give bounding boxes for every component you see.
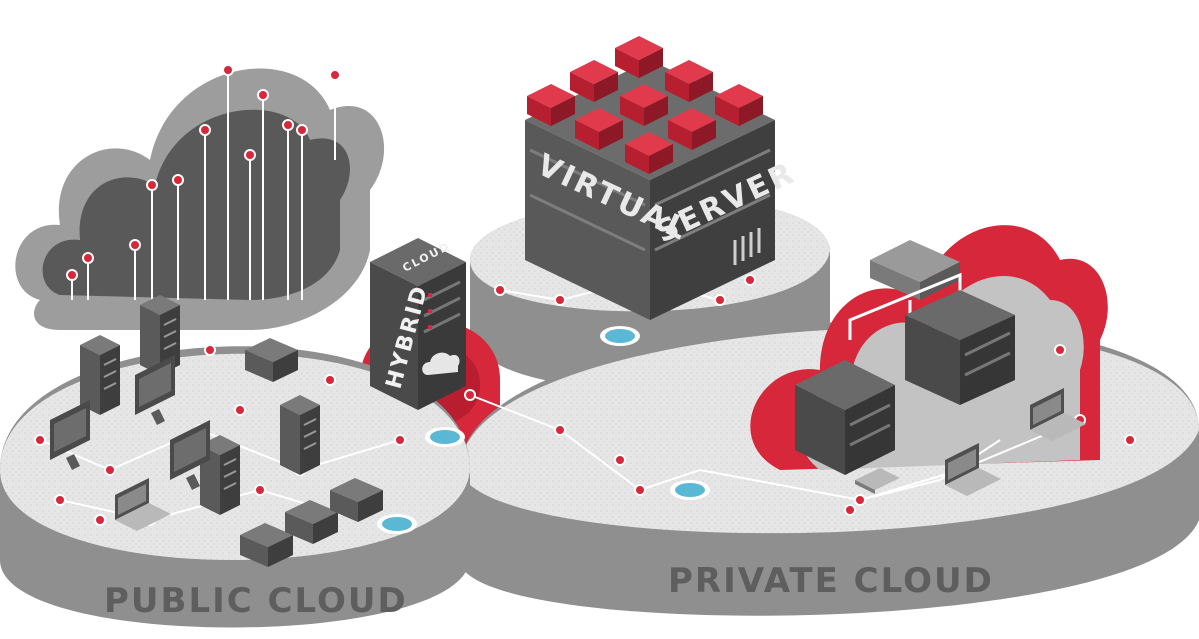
public-port-icon [377,514,417,534]
laptop-icon [855,468,900,494]
server-rack-icon [795,360,895,475]
virtual-port-icon [600,326,640,346]
server-rack-icon [905,290,1015,405]
private-hardware [795,240,1086,496]
hybrid-cloud-tower: HYBRID CLOUD [370,238,466,410]
top-server-unit [870,240,960,300]
public-cloud-label: PUBLIC CLOUD [104,581,408,621]
storage-box-icon [245,338,298,382]
virtual-server-block: VIRTUAL SERVER [525,36,801,320]
storage-box-icon [240,523,293,567]
storage-box-icon [285,500,338,544]
public-cloud-icon [15,64,385,331]
private-port-icon [670,480,710,500]
storage-box-icon [330,478,383,522]
cloud-icon [422,352,460,375]
hybrid-port-icon [425,427,465,447]
public-hardware [50,294,383,567]
server-rack-icon [279,394,321,476]
private-cloud-label: PRIVATE CLOUD [668,561,994,601]
